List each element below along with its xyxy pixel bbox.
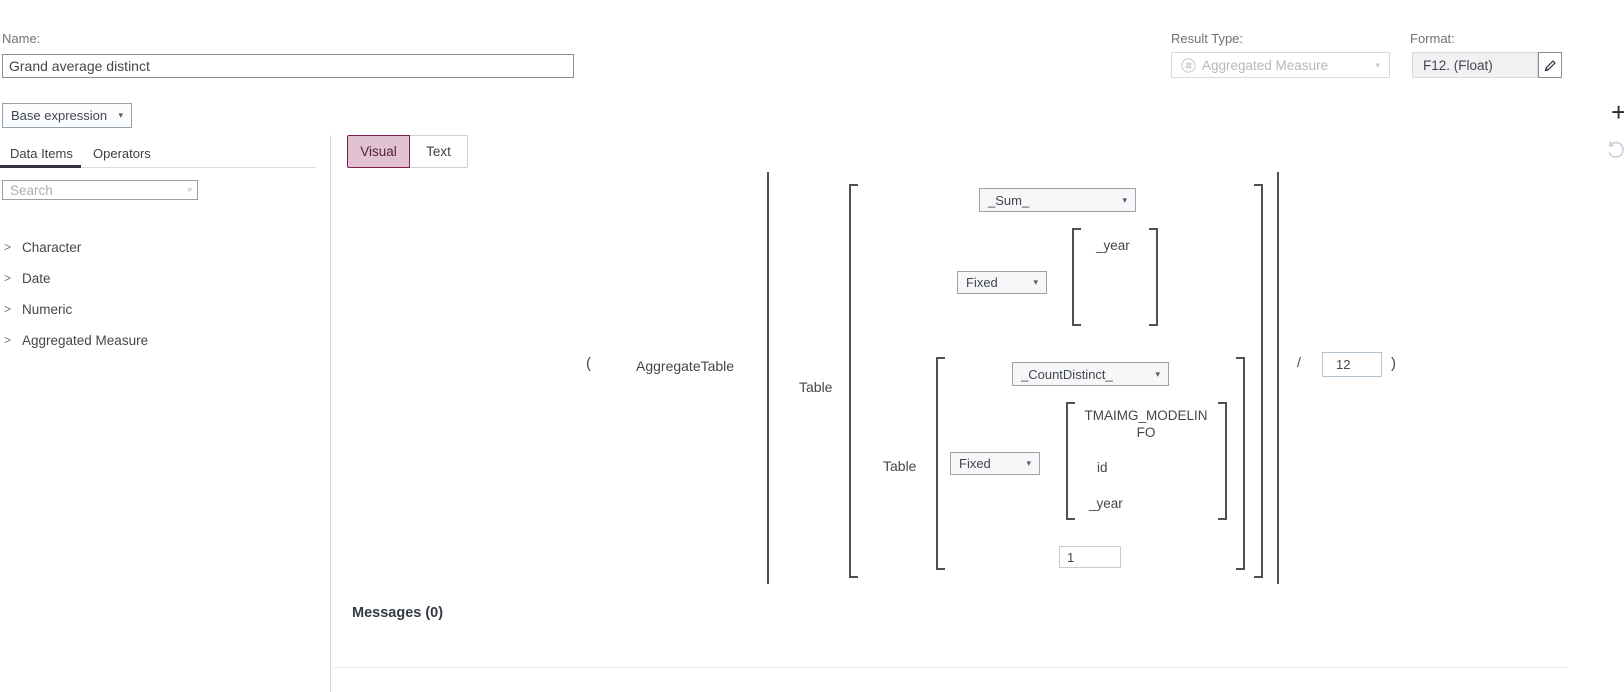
inner-bracket-close	[1236, 357, 1245, 570]
chevron-down-icon: ▾	[1375, 59, 1380, 70]
chevron-right-icon[interactable]: >	[4, 271, 12, 285]
plus-icon: +	[1611, 97, 1624, 127]
group-line-left	[767, 172, 769, 584]
year-bracket-close	[1149, 228, 1158, 326]
text-view-button[interactable]: Text	[409, 135, 468, 168]
name-label: Name:	[2, 31, 41, 46]
chevron-down-icon: ▾	[118, 110, 123, 120]
sum-operator-label: _Sum_	[988, 192, 1030, 208]
result-type-value: Aggregated Measure	[1202, 57, 1329, 73]
year-bracket-open	[1072, 228, 1081, 326]
table-name-item: TMAIMG_MODELIN FO	[1072, 407, 1220, 441]
id-item: id	[1097, 460, 1108, 475]
tree-item-label[interactable]: Numeric	[22, 302, 73, 317]
name-input[interactable]	[2, 54, 574, 78]
table-items-bracket-open	[1066, 402, 1075, 520]
format-label: Format:	[1410, 31, 1455, 46]
base-expression-label: Base expression	[11, 108, 108, 123]
edit-format-button[interactable]	[1538, 52, 1562, 78]
open-paren: (	[586, 355, 591, 372]
outer-table-label: Table	[799, 379, 833, 395]
inner-table-label: Table	[883, 458, 917, 474]
chevron-right-icon[interactable]: >	[4, 333, 12, 347]
table-name-line1: TMAIMG_MODELIN	[1084, 408, 1208, 423]
inner-bracket-open	[936, 357, 945, 570]
count-value-input[interactable]	[1059, 546, 1121, 568]
chevron-right-icon[interactable]: >	[4, 240, 12, 254]
chevron-down-icon: ▾	[1122, 194, 1127, 205]
undo-button[interactable]	[1605, 138, 1624, 165]
divisor-input[interactable]	[1322, 352, 1382, 377]
close-paren: )	[1391, 355, 1396, 372]
messages-divider	[330, 667, 1568, 668]
aggregated-measure-icon	[1181, 57, 1196, 73]
pencil-icon	[1544, 59, 1556, 71]
tree-item-label[interactable]: Date	[22, 271, 51, 286]
active-tab-underline	[0, 165, 81, 168]
fixed-outer-dropdown[interactable]: Fixed ▾	[957, 271, 1047, 294]
messages-label: Messages (0)	[352, 605, 444, 621]
outer-bracket-open	[849, 184, 858, 578]
tab-data-items[interactable]: Data Items	[10, 146, 73, 161]
group-line-right	[1277, 172, 1279, 584]
search-input[interactable]	[3, 181, 187, 199]
chevron-down-icon: ▾	[1033, 277, 1038, 287]
outer-bracket-close	[1254, 184, 1263, 578]
fixed-outer-label: Fixed	[966, 275, 998, 290]
tab-operators[interactable]: Operators	[93, 146, 151, 161]
count-distinct-dropdown[interactable]: _CountDistinct_ ▾	[1012, 362, 1169, 386]
table-name-line2: FO	[1136, 425, 1156, 440]
visual-view-label: Visual	[360, 144, 397, 159]
sum-operator-dropdown[interactable]: _Sum_ ▾	[979, 188, 1136, 212]
add-expression-button[interactable]: +	[1611, 99, 1624, 125]
chevron-right-icon[interactable]: >	[4, 302, 12, 316]
chevron-down-icon: ▾	[1155, 368, 1160, 379]
visual-view-button[interactable]: Visual	[347, 135, 410, 168]
tree-item-label[interactable]: Aggregated Measure	[22, 333, 149, 348]
fixed-inner-label: Fixed	[959, 456, 991, 471]
function-name: AggregateTable	[636, 358, 735, 374]
format-value: F12. (Float)	[1423, 57, 1493, 73]
result-type-label: Result Type:	[1171, 31, 1244, 46]
tree-item-label[interactable]: Character	[22, 240, 82, 255]
format-field: F12. (Float)	[1412, 52, 1538, 78]
base-expression-dropdown[interactable]: Base expression ▾	[2, 103, 132, 128]
panel-divider	[330, 135, 331, 692]
undo-icon	[1608, 141, 1624, 158]
table-items-bracket-close	[1218, 402, 1227, 520]
result-type-select[interactable]: Aggregated Measure ▾	[1171, 52, 1390, 78]
tab-bar-divider	[0, 167, 316, 168]
text-view-label: Text	[426, 144, 451, 159]
divide-operator: /	[1297, 354, 1301, 370]
search-box	[2, 180, 198, 200]
count-distinct-label: _CountDistinct_	[1021, 366, 1113, 382]
chevron-down-icon: ▾	[1026, 458, 1031, 468]
year-outer-item: _year	[1096, 238, 1130, 253]
year-inner-item: _year	[1089, 496, 1123, 511]
fixed-inner-dropdown[interactable]: Fixed ▾	[950, 452, 1040, 475]
search-icon	[187, 187, 192, 192]
